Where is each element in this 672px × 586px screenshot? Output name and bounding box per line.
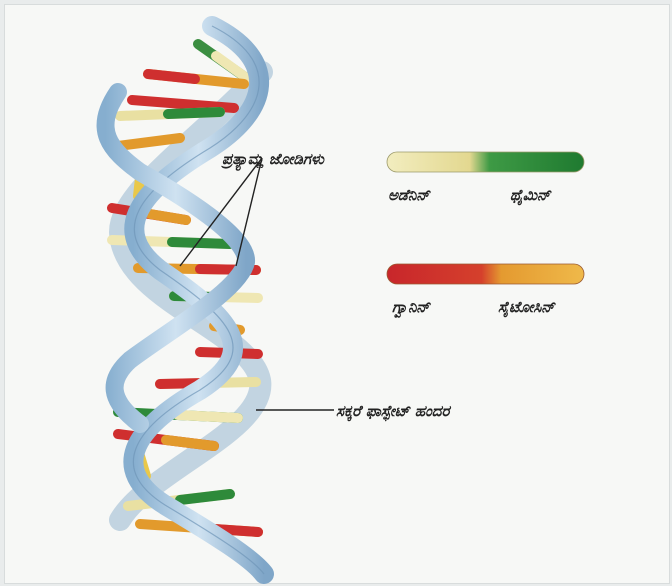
guanine-cytosine-chip — [387, 264, 584, 284]
guanine-label: ಗ್ವಾನಿನ್ — [392, 298, 432, 318]
backbone-label: ಸಕ್ಕರೆ ಫಾಸ್ಫೇಟ್ ಹಂದರ — [336, 402, 451, 422]
adenine-thymine-chip — [387, 152, 584, 172]
adenine-label: ಅಡೆನಿನ್ — [388, 186, 432, 204]
thymine-label: ಥೈಮಿನ್ — [510, 186, 552, 205]
base-pairs-label: ಪ್ರತ್ಯಾಮ್ಲ ಜೋಡಿಗಳು — [221, 150, 325, 171]
cytosine-label: ಸೈಟೋಸಿನ್ — [498, 298, 557, 317]
